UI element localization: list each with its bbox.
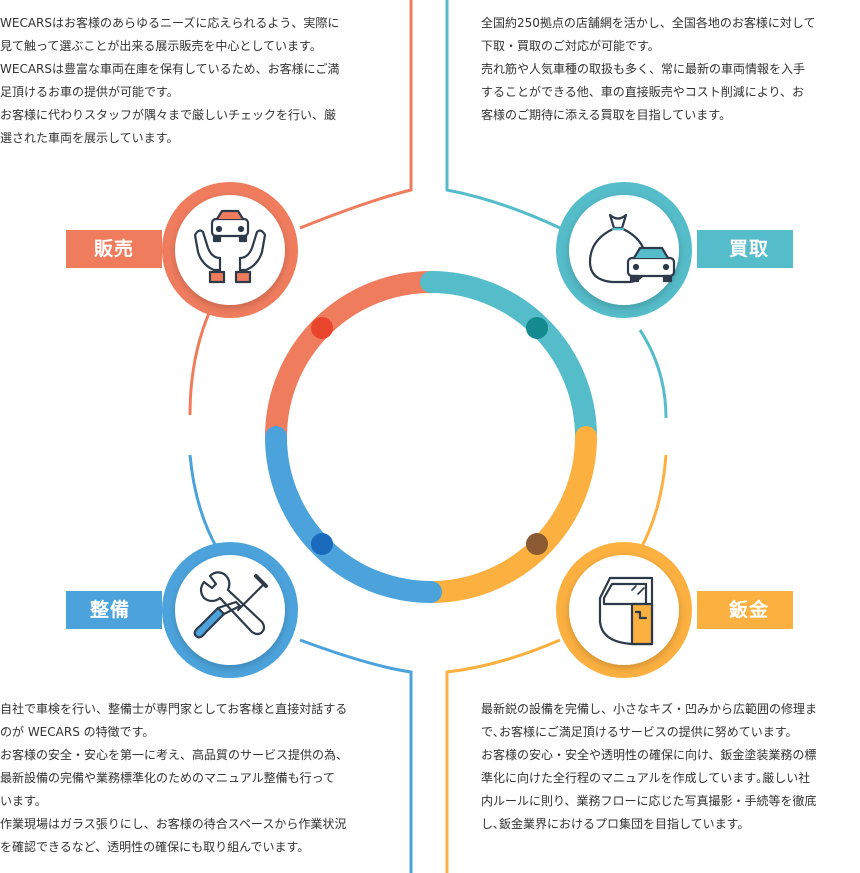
text-line: 全国約250拠点の店舗網を活かし、全国各地のお客様に対して xyxy=(481,16,816,30)
ring-segment-seibi xyxy=(265,426,442,603)
text-block-seibi: 自社で車検を行い、整備士が専門家としてお客様と直接対話する のが WECARS … xyxy=(0,698,385,859)
text-line: 最新鋭の設備を完備し、小さなキズ・凹みから広範囲の修理ま xyxy=(481,702,818,716)
label-seibi: 整備 xyxy=(66,591,162,629)
text-line: 内ルールに則り、業務フローに応じた写真撮影・手続等を徹底 xyxy=(481,794,817,808)
icon-circle-hanbai xyxy=(162,182,298,318)
text-line: 選された車両を展示しています。 xyxy=(0,131,179,145)
icon-circle-bankin xyxy=(556,542,692,678)
text-line: で､お客様にご満足頂けるサービスの提供に努めています。 xyxy=(481,725,798,739)
text-line: 足頂けるお車の提供が可能です。 xyxy=(0,85,179,99)
icon-circle-kaitori xyxy=(556,182,692,318)
text-line: 下取・買取のご対応が可能です。 xyxy=(481,39,660,53)
text-line: 作業現場はガラス張りにし、お客様の待合スペースから作業状況 xyxy=(0,817,347,831)
connector-hanbai-arc xyxy=(188,299,217,416)
text-line: WECARSは豊富な車両在庫を保有しているため、お客様にご満 xyxy=(0,62,340,76)
text-line: 準化に向けた全行程のマニュアルを作成しています｡厳しい社 xyxy=(481,771,811,785)
car-door-icon xyxy=(598,576,654,646)
connector-kaitori-arc xyxy=(638,329,668,419)
text-line: し､鈑金業界におけるプロ集団を目指しています。 xyxy=(481,817,750,831)
ring-segment-kaitori xyxy=(420,271,597,448)
label-hanbai: 販売 xyxy=(66,230,162,268)
text-block-kaitori: 全国約250拠点の店舗網を活かし、全国各地のお客様に対して 下取・買取のご対応が… xyxy=(481,12,860,127)
text-line: 売れ筋や人気車種の取扱も多く、常に最新の車両情報を入手 xyxy=(481,62,806,76)
ring-segment-hanbai xyxy=(265,271,442,448)
label-kaitori: 買取 xyxy=(697,230,793,268)
text-line: います。 xyxy=(0,794,47,808)
wrench-screwdriver-icon xyxy=(193,571,268,639)
text-line: 自社で車検を行い、整備士が専門家としてお客様と直接対話する xyxy=(0,702,348,716)
ring-dot-kaitori xyxy=(526,317,548,339)
text-block-bankin: 最新鋭の設備を完備し、小さなキズ・凹みから広範囲の修理ま で､お客様にご満足頂け… xyxy=(481,698,860,836)
text-line: 見て触って選ぶことが出来る展示販売を中心としています。 xyxy=(0,39,322,53)
text-line: 客様のご期待に添える買取を目指しています。 xyxy=(481,108,732,122)
text-line: お客様の安心・安全や透明性の確保に向け、鈑金塗装業務の標 xyxy=(481,748,817,762)
connector-bankin-arc xyxy=(638,454,668,551)
connector-hanbai xyxy=(299,0,413,230)
text-line: 最新設備の完備や業務標準化のためのマニュアル整備も行って xyxy=(0,771,336,785)
text-line: お客様の安全・安心を第一に考え、高品質のサービス提供の為、 xyxy=(0,748,349,762)
text-line: WECARSはお客様のあらゆるニーズに応えられるよう、実際に xyxy=(0,16,340,30)
text-block-hanbai: WECARSはお客様のあらゆるニーズに応えられるよう、実際に 見て触って選ぶこと… xyxy=(0,12,385,150)
text-line: お客様に代わりスタッフが隅々まで厳しいチェックを行い、厳 xyxy=(0,108,337,122)
ring-dot-hanbai xyxy=(311,317,333,339)
connector-kaitori xyxy=(445,0,561,230)
connector-seibi xyxy=(299,638,413,873)
hands-car-icon xyxy=(193,209,267,284)
ring-segment-bankin xyxy=(420,426,597,603)
connector-seibi-arc xyxy=(188,454,220,551)
label-bankin: 鈑金 xyxy=(697,591,793,629)
ring-dot-bankin xyxy=(526,533,548,555)
text-line: することができる他、車の直接販売やコスト削減により、お xyxy=(481,85,805,99)
icon-circle-seibi xyxy=(162,542,298,678)
text-line: のが WECARS の特徴です。 xyxy=(0,725,155,739)
connector-bankin xyxy=(445,638,561,873)
money-bag-car-icon xyxy=(588,213,676,284)
text-line: を確認できるなど、透明性の確保にも取り組んでいます。 xyxy=(0,840,310,854)
ring-dot-seibi xyxy=(311,533,333,555)
